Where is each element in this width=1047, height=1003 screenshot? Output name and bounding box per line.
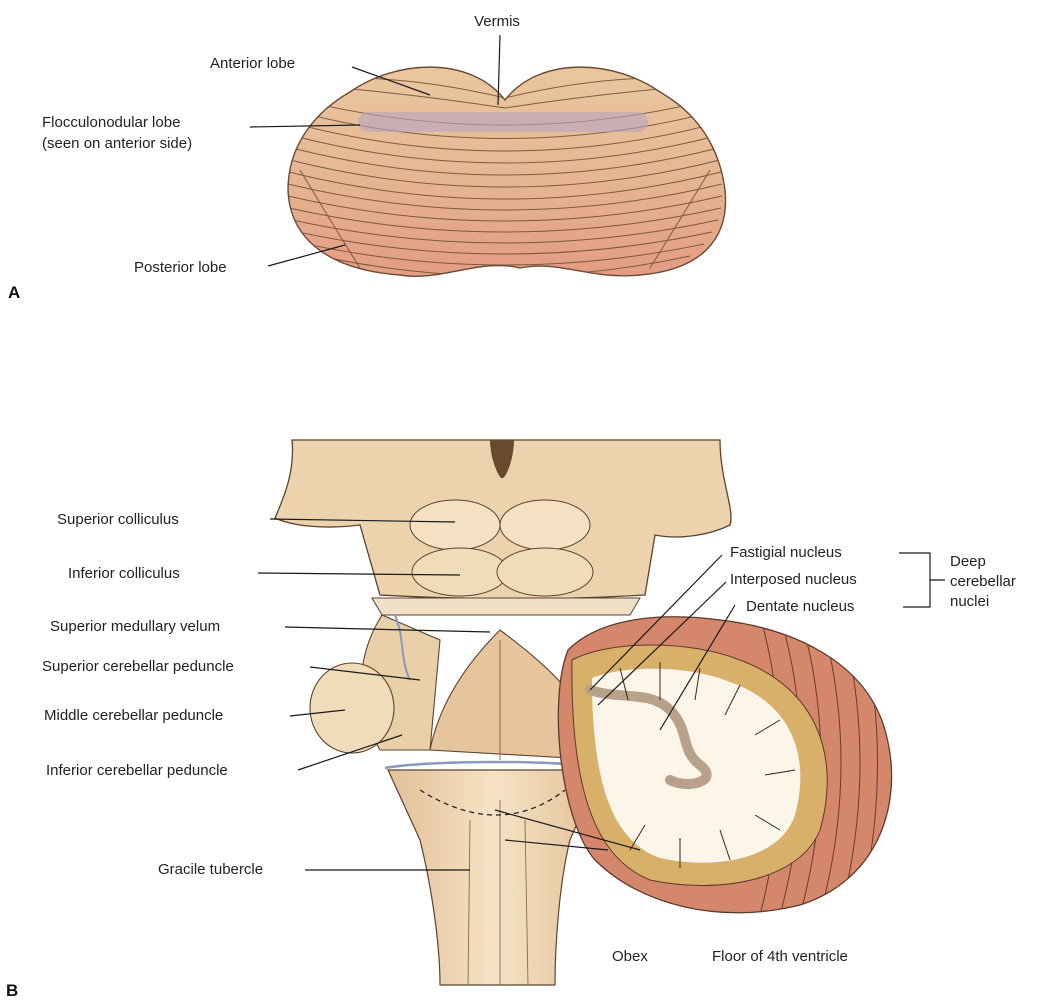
label-deep-cerebellar-nuclei-3: nuclei — [950, 593, 989, 610]
label-superior-colliculus: Superior colliculus — [57, 511, 179, 528]
label-fastigial-nucleus: Fastigial nucleus — [730, 544, 842, 561]
label-obex: Obex — [612, 948, 648, 965]
label-flocculonodular-note: (seen on anterior side) — [42, 135, 192, 152]
label-posterior-lobe: Posterior lobe — [134, 259, 227, 276]
flocculonodular-band — [358, 112, 648, 132]
cerebellar-hemisphere-section — [558, 615, 891, 915]
panel-letter-b: B — [6, 981, 18, 1000]
panel-b: Superior colliculus Inferior colliculus … — [6, 440, 1016, 1000]
label-superior-cerebellar-peduncle: Superior cerebellar peduncle — [42, 658, 234, 675]
label-deep-cerebellar-nuclei-2: cerebellar — [950, 573, 1016, 590]
label-middle-cerebellar-peduncle: Middle cerebellar peduncle — [44, 707, 223, 724]
cerebellum-surface-drawing — [288, 67, 726, 276]
panel-a: Vermis Anterior lobe Flocculonodular lob… — [8, 13, 726, 302]
label-inferior-colliculus: Inferior colliculus — [68, 565, 180, 582]
label-vermis: Vermis — [474, 13, 520, 30]
label-deep-cerebellar-nuclei-1: Deep — [950, 553, 986, 570]
label-gracile-tubercle: Gracile tubercle — [158, 861, 263, 878]
label-superior-medullary-velum: Superior medullary velum — [50, 618, 220, 635]
label-interposed-nucleus: Interposed nucleus — [730, 571, 857, 588]
label-anterior-lobe: Anterior lobe — [210, 55, 295, 72]
label-flocculonodular-lobe: Flocculonodular lobe — [42, 114, 180, 131]
panel-letter-a: A — [8, 283, 20, 302]
label-floor-of-4th-ventricle: Floor of 4th ventricle — [712, 948, 848, 965]
label-inferior-cerebellar-peduncle: Inferior cerebellar peduncle — [46, 762, 228, 779]
label-dentate-nucleus: Dentate nucleus — [746, 598, 854, 615]
